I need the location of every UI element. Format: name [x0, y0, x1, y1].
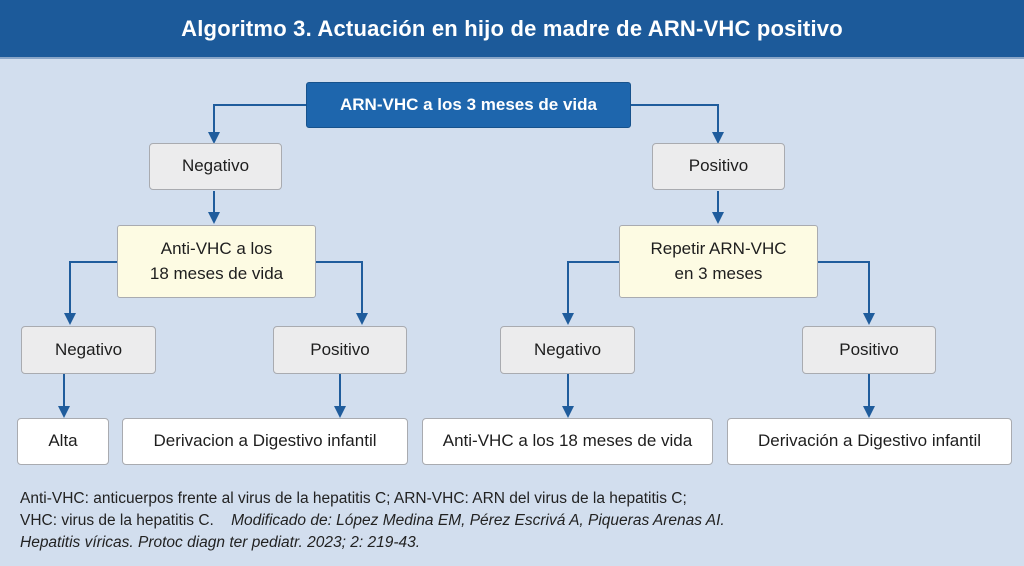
footnote-line-1: Anti-VHC: anticuerpos frente al virus de… [20, 490, 687, 507]
figure-footnote: Anti-VHC: anticuerpos frente al virus de… [20, 488, 1010, 554]
right-result-positivo: Positivo [652, 143, 785, 190]
right-pos-label: Positivo [839, 339, 899, 359]
arrow-anti-vhc-to-positivo [316, 261, 368, 325]
root-node: ARN-VHC a los 3 meses de vida [306, 82, 631, 128]
footnote-line-3: Hepatitis víricas. Protoc diagn ter pedi… [20, 534, 421, 551]
arrow-repetir-to-positivo [818, 261, 875, 325]
outcome-anti-vhc-18: Anti-VHC a los 18 meses de vida [422, 418, 713, 465]
outcome-derivacion-right-label: Derivación a Digestivo infantil [758, 431, 981, 451]
footnote-line-2-plain: VHC: virus de la hepatitis C. [20, 512, 214, 529]
right-pos-node: Positivo [802, 326, 936, 374]
arrow-anti-vhc-to-negativo [64, 261, 117, 325]
outcome-anti-vhc-18-label: Anti-VHC a los 18 meses de vida [442, 431, 693, 451]
right-neg-label: Negativo [533, 339, 602, 359]
arrow-root-to-right-positivo [631, 104, 724, 144]
right-test-line2: en 3 meses [674, 263, 763, 283]
arrow-root-to-left-negativo [208, 104, 306, 144]
root-node-label: ARN-VHC a los 3 meses de vida [340, 94, 597, 114]
left-neg-label: Negativo [54, 339, 123, 359]
left-neg-node: Negativo [21, 326, 156, 374]
figure-header: Algoritmo 3. Actuación en hijo de madre … [0, 0, 1024, 57]
footnote-line-2: VHC: virus de la hepatitis C. Modificado… [20, 510, 1010, 532]
right-test-line1: Repetir ARN-VHC [650, 238, 787, 258]
left-test-line2: 18 meses de vida [149, 263, 284, 283]
right-result-label: Positivo [688, 156, 749, 176]
header-divider [0, 57, 1024, 59]
outcome-derivacion-right: Derivación a Digestivo infantil [727, 418, 1012, 465]
left-test-line1: Anti-VHC a los [160, 238, 273, 258]
left-pos-label: Positivo [310, 339, 370, 359]
left-result-negativo: Negativo [149, 143, 282, 190]
left-result-label: Negativo [181, 156, 250, 176]
arrow-repetir-to-negativo [562, 261, 619, 325]
outcome-alta-label: Alta [48, 431, 78, 451]
left-test-node: Anti-VHC a los 18 meses de vida [117, 225, 316, 298]
footnote-citation: Modificado de: López Medina EM, Pérez Es… [231, 512, 725, 529]
left-pos-node: Positivo [273, 326, 407, 374]
outcome-derivacion-left: Derivacion a Digestivo infantil [122, 418, 408, 465]
outcome-alta: Alta [17, 418, 109, 465]
right-test-node: Repetir ARN-VHC en 3 meses [619, 225, 818, 298]
figure-title: Algoritmo 3. Actuación en hijo de madre … [181, 15, 843, 41]
outcome-derivacion-left-label: Derivacion a Digestivo infantil [153, 431, 377, 451]
right-neg-node: Negativo [500, 326, 635, 374]
